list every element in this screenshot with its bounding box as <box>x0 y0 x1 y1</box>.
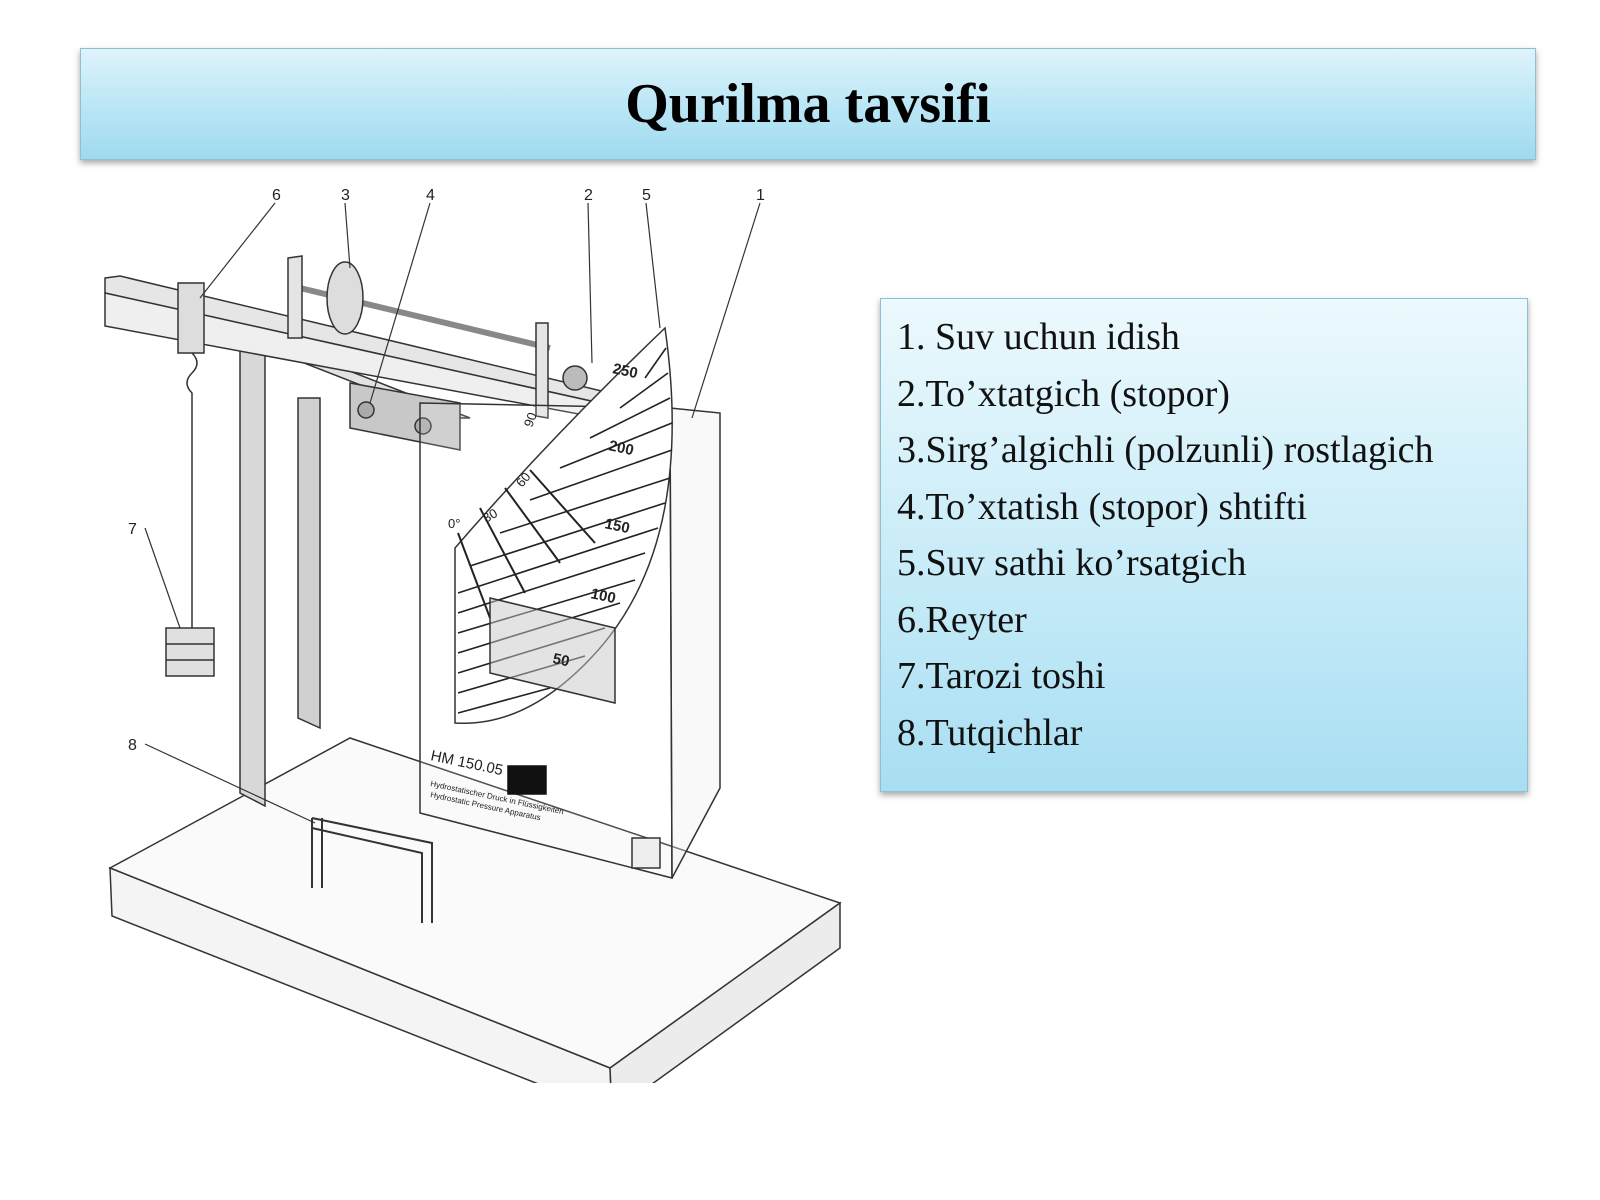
legend-item: 3.Sirg’algichli (polzunli) rostlagich <box>897 429 1434 471</box>
apparatus-figure: 6 3 4 2 5 1 7 8 250 200 150 100 50 90 60… <box>80 188 868 1083</box>
legend-item: 5.Suv sathi ko’rsatgich <box>897 542 1247 584</box>
callout-7: 7 <box>128 521 137 538</box>
callout-3: 3 <box>341 188 350 204</box>
spindle-end <box>535 322 549 419</box>
slider-disc <box>326 261 364 335</box>
apparatus-diagram: 6 3 4 2 5 1 7 8 250 200 150 100 50 90 60… <box>104 188 842 1083</box>
angle-90: 90 <box>521 410 540 429</box>
slide-title: Qurilma tavsifi <box>625 73 991 135</box>
angle-rays <box>457 469 596 619</box>
title-banner: Qurilma tavsifi <box>80 48 1536 160</box>
callout-8: 8 <box>128 737 137 754</box>
legend-item: 2.To’xtatgich (stopor) <box>897 372 1230 415</box>
pin-block <box>349 382 461 451</box>
weight-hook <box>186 352 198 628</box>
pin-screw-2 <box>414 417 432 435</box>
legend-box: 1. Suv uchun idish 2.To’xtatgich (stopor… <box>880 298 1528 792</box>
scale-200: 200 <box>607 437 635 459</box>
callout-4: 4 <box>426 188 435 204</box>
angle-labels: 90 60 30 0° <box>448 410 540 531</box>
angle-30: 30 <box>480 505 500 525</box>
callout-labels: 6 3 4 2 5 1 7 8 <box>128 188 765 754</box>
legend-item: 4.To’xtatish (stopor) shtifti <box>897 485 1308 528</box>
frame-left-leg <box>239 337 266 808</box>
submerged-block <box>489 597 616 704</box>
scale-50: 50 <box>551 650 571 670</box>
scale-150: 150 <box>603 515 631 537</box>
scale-100: 100 <box>589 585 617 607</box>
base-side <box>609 901 841 1083</box>
spindle-support <box>287 255 303 339</box>
weight-stack <box>165 627 215 677</box>
drain-plug <box>631 837 661 869</box>
callout-2: 2 <box>584 188 593 204</box>
rider <box>177 282 205 354</box>
angle-0: 0° <box>448 516 460 531</box>
handle <box>311 817 433 923</box>
legend-item: 1. Suv uchun idish <box>897 316 1180 358</box>
legend-list: 1. Suv uchun idish 2.To’xtatgich (stopor… <box>897 309 1511 761</box>
callout-5: 5 <box>642 188 651 204</box>
legend-item: 7.Tarozi toshi <box>897 655 1106 697</box>
callout-6: 6 <box>272 188 281 204</box>
pin-screw <box>357 401 375 419</box>
logo-block <box>507 765 547 795</box>
tank-side <box>669 407 721 879</box>
legend-item: 8.Tutqichlar <box>897 711 1083 754</box>
leader-lines <box>144 202 761 824</box>
base-front <box>109 866 612 1083</box>
scale-250: 250 <box>611 360 639 382</box>
callout-1: 1 <box>756 188 765 204</box>
frame-right-leg <box>297 397 321 730</box>
stopper-knob <box>562 365 588 391</box>
legend-item: 6.Reyter <box>897 598 1027 641</box>
scale-labels: 250 200 150 100 50 <box>551 360 639 670</box>
